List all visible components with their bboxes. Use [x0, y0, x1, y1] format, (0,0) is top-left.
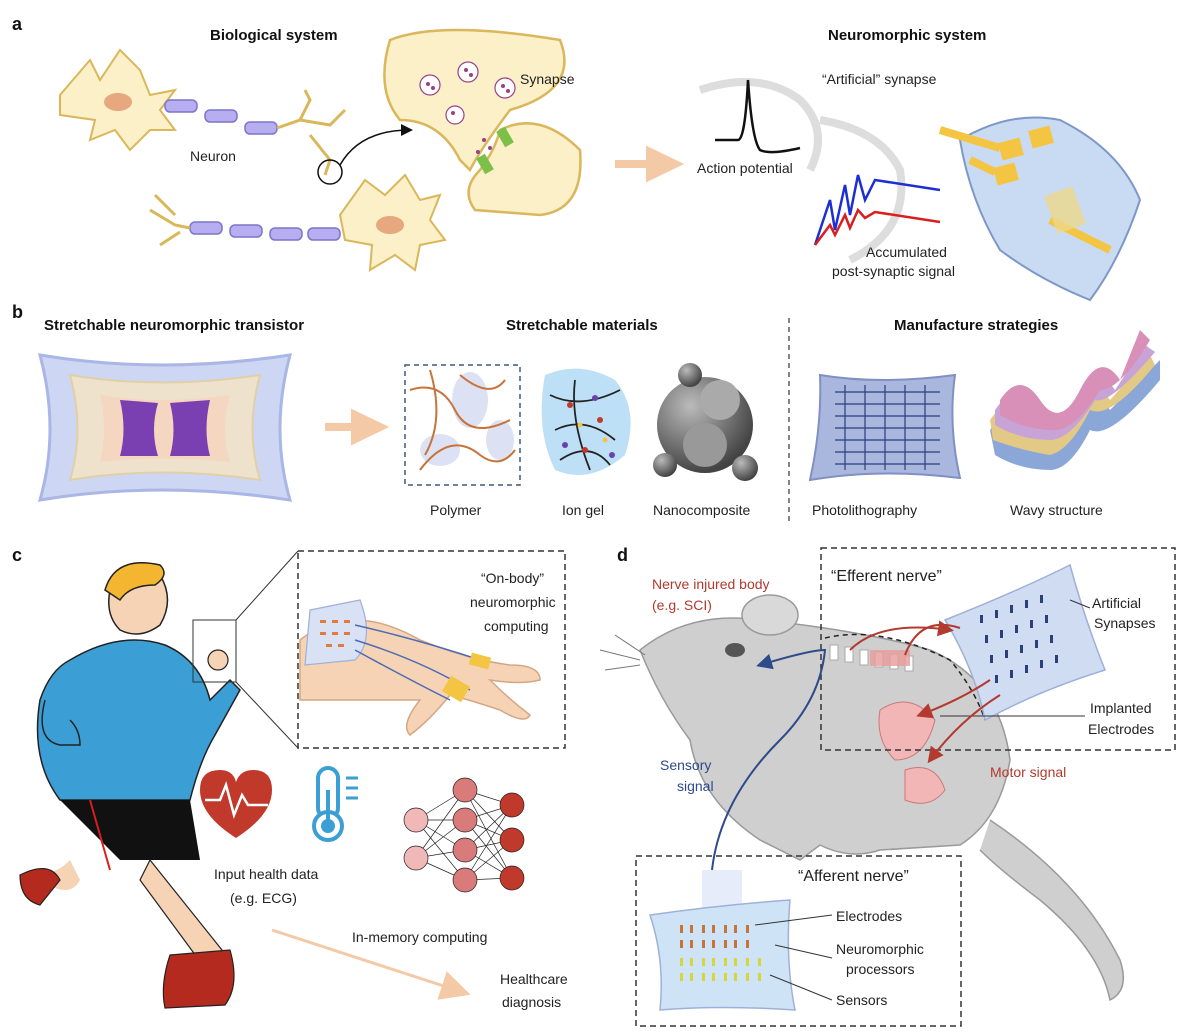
label-diagnosis: diagnosis [502, 994, 562, 1010]
artificial-synapses-sheet [943, 563, 1106, 722]
label-electrodes: Electrodes [836, 908, 903, 924]
artificial-synapse [698, 78, 941, 264]
stretchable-transistor [37, 353, 293, 502]
hand-illustration [299, 599, 541, 736]
label-nanocomposite: Nanocomposite [653, 502, 751, 518]
label-artificial: Artificial [1092, 595, 1142, 611]
onbody-box [297, 550, 566, 749]
nanocomposite-icon [653, 363, 758, 481]
label-implanted: Implanted [1090, 700, 1152, 716]
afferent-sensor-sheet [649, 870, 796, 1011]
heart-icon [200, 770, 272, 838]
panel-letter-a: a [12, 14, 23, 34]
label-ion-gel: Ion gel [562, 502, 605, 518]
wavy-structure-icon [990, 330, 1160, 470]
label-photolithography: Photolithography [812, 502, 918, 518]
panel-letter-d: d [617, 545, 628, 565]
transistor-title: Stretchable neuromorphic transistor [44, 317, 305, 334]
panel-letter-b: b [12, 302, 23, 322]
synapse-zoom-circle [317, 159, 343, 185]
label-accumulated: Accumulated [866, 244, 947, 260]
manufacture-title: Manufacture strategies [894, 317, 1059, 334]
label-onbody: “On-body” [481, 570, 545, 586]
label-polymer: Polymer [430, 502, 482, 518]
label-nerve-injured: Nerve injured body [652, 576, 770, 592]
runner [19, 562, 241, 1009]
rat-illustration [599, 594, 1125, 1002]
label-sensors: Sensors [836, 992, 888, 1008]
zoom-arrow [339, 124, 413, 166]
label-wavy-structure: Wavy structure [1010, 502, 1103, 518]
transition-arrow-b [325, 408, 390, 446]
bio-system-title: Biological system [210, 27, 338, 44]
label-efferent: “Efferent nerve” [831, 568, 942, 585]
label-electrodes-implanted: Electrodes [1088, 721, 1155, 737]
synapse-zoom [383, 28, 582, 217]
flexible-device [938, 116, 1142, 302]
neural-network-icon [403, 777, 525, 893]
label-healthcare: Healthcare [500, 971, 568, 987]
afferent-box [635, 855, 962, 1027]
efferent-box [820, 547, 1176, 751]
label-neuromorphic: neuromorphic [470, 594, 556, 610]
sensory-signal-path [711, 648, 827, 871]
photolithography-icon [808, 373, 962, 482]
label-action-potential: Action potential [697, 160, 793, 176]
neuromorphic-system-title: Neuromorphic system [828, 27, 987, 44]
label-computing: computing [484, 618, 549, 634]
transition-arrow-a [615, 145, 685, 183]
ion-gel-icon [541, 368, 631, 475]
label-artificial-synapse: “Artificial” synapse [822, 71, 937, 87]
label-afferent: “Afferent nerve” [798, 868, 909, 885]
label-neuromorphic-processors: Neuromorphic [836, 941, 924, 957]
label-ecg: (e.g. ECG) [230, 890, 297, 906]
neuron-top [59, 48, 347, 176]
label-synapse: Synapse [520, 71, 575, 87]
label-processors: processors [846, 961, 915, 977]
thermometer-icon [312, 766, 358, 842]
zoom-box [192, 619, 237, 683]
label-synapses: Synapses [1094, 615, 1156, 631]
motor-signal-paths [849, 620, 1001, 764]
label-sensory: Sensory [660, 757, 712, 773]
neuron-bottom [149, 173, 447, 272]
label-input-health: Input health data [214, 866, 319, 882]
label-sci: (e.g. SCI) [652, 597, 712, 613]
label-motor-signal: Motor signal [990, 764, 1067, 780]
diagnosis-arrow [271, 928, 471, 1000]
label-signal: signal [677, 778, 714, 794]
materials-title: Stretchable materials [506, 317, 658, 334]
label-neuron: Neuron [190, 148, 236, 164]
polymer-icon [404, 364, 521, 486]
label-post-synaptic: post-synaptic signal [832, 263, 955, 279]
panel-letter-c: c [12, 545, 23, 565]
label-in-memory: In-memory computing [352, 929, 488, 945]
